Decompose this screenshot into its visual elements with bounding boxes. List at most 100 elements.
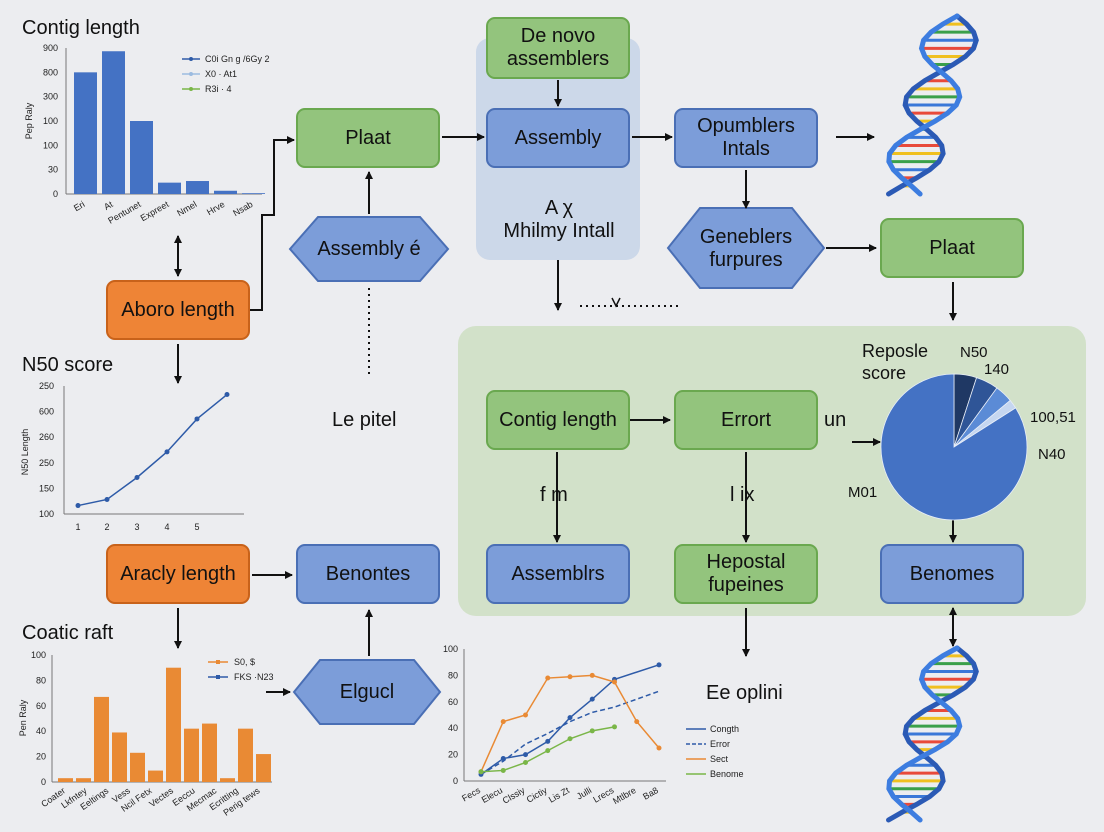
y-tick-label: 150	[39, 483, 54, 493]
y-tick-label: 100	[31, 650, 46, 660]
x-tick-label: At	[102, 199, 115, 212]
bar	[148, 770, 163, 782]
plaat-node-right[interactable]: Plaat	[880, 218, 1024, 278]
aracly-length-node[interactable]: Aracly length	[106, 544, 250, 604]
hepostal-fupeines-node[interactable]: Hepostal fupeines	[674, 544, 818, 604]
benontes-node[interactable]: Benontes	[296, 544, 440, 604]
f-m-label: f m	[540, 484, 568, 506]
y-tick-label: 80	[36, 675, 46, 685]
data-point	[523, 760, 528, 766]
x-tick-label: Lrecs	[591, 785, 615, 805]
dna-strand	[886, 645, 979, 823]
legend-label: Congth	[710, 724, 739, 734]
data-point	[589, 696, 595, 702]
bar	[130, 752, 145, 782]
bar	[184, 728, 199, 782]
y-tick-label: 0	[41, 777, 46, 787]
data-point	[523, 712, 528, 718]
data-point	[656, 745, 662, 751]
x-tick-label: Elecu	[480, 785, 504, 805]
x-tick-label: Vectes	[147, 785, 175, 809]
y-tick-label: 80	[448, 670, 458, 680]
bar	[220, 778, 235, 782]
arrow-aboro-to-plaat	[250, 136, 295, 311]
pie-label: N40	[1038, 446, 1066, 463]
bar	[76, 778, 91, 782]
assemblrs-node[interactable]: Assemblrs	[486, 544, 630, 604]
x-tick-label: Nsab	[231, 199, 254, 218]
bar	[186, 181, 209, 194]
bar	[242, 193, 265, 194]
bar	[158, 182, 181, 194]
data-point	[478, 769, 484, 775]
x-tick-label: Eri	[72, 199, 87, 213]
x-tick-label: Ba8	[641, 785, 660, 802]
x-tick-label: 2	[104, 522, 109, 532]
y-tick-label: 250	[39, 381, 54, 391]
bar	[74, 72, 97, 194]
y-tick-label: 20	[448, 750, 458, 760]
assembly-e-node[interactable]: Assembly é	[317, 237, 421, 260]
data-point	[589, 728, 595, 734]
x-tick-label: Lis Zt	[547, 785, 571, 805]
data-point	[612, 679, 617, 685]
data-point	[194, 416, 200, 422]
y-tick-label: 100	[43, 140, 58, 150]
pie-label: 100,51	[1030, 409, 1076, 426]
bar	[112, 732, 127, 782]
legend-marker	[189, 72, 193, 76]
benomes-node[interactable]: Benomes	[880, 544, 1024, 604]
elgucl-shape	[292, 659, 442, 725]
legend-marker	[189, 57, 193, 61]
pie-label: M01	[848, 484, 877, 501]
legend-label: C0i Gn g /6Gy 2	[205, 54, 270, 64]
de-novo-assemblers-node[interactable]: De novo assemblers	[486, 17, 630, 79]
legend-label: S0, $	[234, 657, 255, 667]
x-tick-label: Fecs	[460, 785, 482, 804]
x-tick-label: Nmel	[175, 199, 198, 218]
y-tick-label: 260	[39, 432, 54, 442]
bar	[94, 696, 109, 782]
data-point	[545, 675, 551, 681]
geneblers-node[interactable]: Geneblers furpures	[699, 226, 793, 271]
y-tick-label: 800	[43, 67, 58, 77]
x-tick-label: Julli	[575, 785, 593, 801]
legend-label: FKS ·N23	[234, 672, 274, 682]
data-point	[567, 715, 573, 721]
dna-strand	[886, 13, 963, 197]
n50-score-title: N50 score	[22, 354, 114, 376]
elgucl-node[interactable]: Elgucl	[339, 680, 395, 703]
y-tick-label: 20	[36, 752, 46, 762]
bar	[130, 121, 153, 194]
data-point	[164, 449, 170, 455]
contig-length-title: Contig length	[22, 17, 140, 39]
legend-marker	[216, 660, 220, 664]
legend-label: R3i · 4	[205, 84, 232, 94]
aboro-length-node[interactable]: Aboro length	[106, 280, 250, 340]
coatic-raft-title: Coatic raft	[22, 622, 114, 644]
l-ix-label: l ix	[730, 484, 755, 506]
plaat-node-top[interactable]: Plaat	[296, 108, 440, 168]
assembly-node[interactable]: Assembly	[486, 108, 630, 168]
dotted-tick-mark	[611, 297, 621, 308]
data-point	[104, 496, 110, 502]
x-tick-label: Clssiy	[501, 785, 527, 806]
x-tick-label: Pentunet	[106, 199, 143, 226]
data-point	[224, 392, 230, 398]
opumblers-node[interactable]: Opumblers Intals	[674, 108, 818, 168]
x-tick-label: Mtlbre	[611, 785, 638, 806]
ee-oplini-label: Ee oplini	[706, 682, 783, 704]
data-point	[567, 736, 573, 742]
legend-label: Sect	[710, 754, 729, 764]
legend-marker	[216, 675, 220, 679]
errort-node[interactable]: Errort	[674, 390, 818, 450]
data-point	[656, 662, 662, 668]
le-pitel-label: Le pitel	[332, 409, 397, 431]
bar	[238, 728, 253, 782]
dna-helix-icon-top	[886, 13, 979, 197]
series-line	[480, 664, 660, 776]
data-point	[567, 674, 573, 680]
contig-length-node[interactable]: Contig length	[486, 390, 630, 450]
